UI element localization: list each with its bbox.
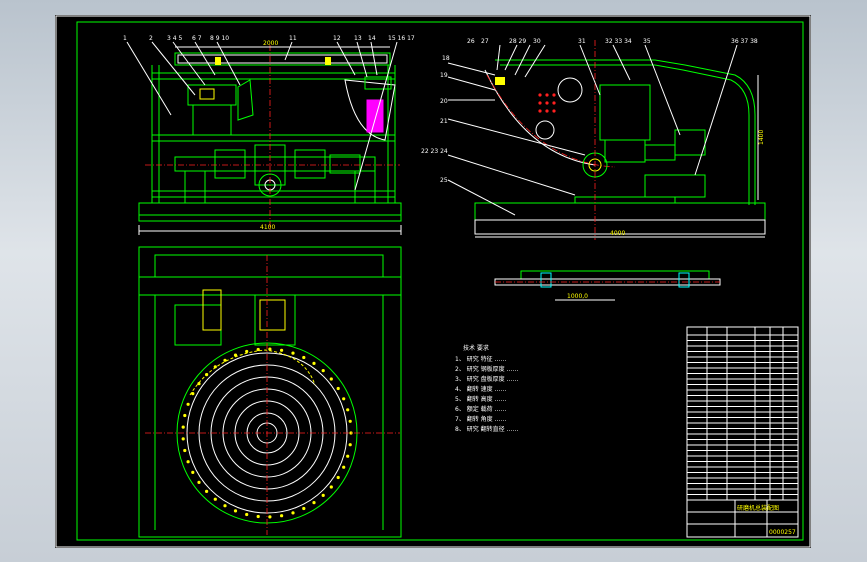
note-2: 2、 研究 钢板厚度 …… — [455, 365, 519, 373]
callout-20: 20 — [440, 98, 448, 105]
title-block: 研磨机总装配图 0000257 — [686, 499, 799, 538]
title-block-name: 研磨机总装配图 — [737, 504, 779, 512]
technical-notes: 技术 要求 1、 研究 特征 …… 2、 研究 钢板厚度 …… 3、 研究 盘板… — [455, 344, 519, 433]
callout-22-23-24: 22 23 24 — [421, 148, 448, 155]
front-callouts: 1 2 3 4 5 6 7 8 9 10 11 12 13 14 15 16 1… — [123, 35, 415, 231]
parts-list — [686, 326, 799, 538]
callout-14: 14 — [368, 35, 376, 42]
note-6: 6、 额定 载荷 …… — [455, 405, 507, 413]
title-block-drawing-number: 0000257 — [769, 529, 796, 536]
callout-31: 31 — [578, 38, 586, 45]
callout-30: 30 — [533, 38, 541, 45]
dimension-side-right: 1400 — [758, 130, 765, 145]
notes-heading: 技术 要求 — [463, 344, 489, 352]
plan-view — [138, 246, 402, 538]
callout-19: 19 — [440, 72, 448, 79]
section-detail: 1000,0 — [494, 270, 721, 301]
callout-27: 27 — [481, 38, 489, 45]
callout-1: 1 — [123, 35, 127, 42]
note-8: 8、 研究 翻转直径 …… — [455, 425, 519, 433]
callout-12: 12 — [333, 35, 341, 42]
callout-25: 25 — [440, 177, 448, 184]
outer-border — [55, 15, 811, 548]
dimension-section: 1000,0 — [567, 293, 588, 300]
callout-26: 26 — [467, 38, 475, 45]
cad-drawing: 1 2 3 4 5 6 7 8 9 10 11 12 13 14 15 16 1… — [55, 15, 811, 548]
note-5: 5、 翻转 高度 …… — [455, 395, 507, 403]
dimension-front-bottom: 4100 — [260, 224, 275, 231]
callout-3-4-5: 3 4 5 — [167, 35, 182, 42]
note-4: 4、 翻转 速度 …… — [455, 385, 507, 393]
callout-6-7: 6 7 — [192, 35, 202, 42]
side-callouts: 18 26 27 28 29 30 31 32 33 34 35 36 37 3… — [421, 38, 765, 237]
callout-18: 18 — [442, 55, 450, 62]
side-view — [447, 40, 766, 240]
callout-13: 13 — [354, 35, 362, 42]
drawing-sheet: 1 2 3 4 5 6 7 8 9 10 11 12 13 14 15 16 1… — [55, 15, 811, 548]
dimension-side-bottom: 4000 — [610, 230, 625, 237]
callout-36-37-38: 36 37 38 — [731, 38, 758, 45]
callout-28-29: 28 29 — [509, 38, 526, 45]
callout-21: 21 — [440, 118, 448, 125]
callout-8-9-10: 8 9 10 — [210, 35, 229, 42]
front-view — [126, 41, 402, 235]
note-7: 7、 翻转 角度 …… — [455, 415, 507, 423]
inner-frame — [76, 21, 804, 541]
note-1: 1、 研究 特征 …… — [455, 355, 507, 363]
dimension-front-top: 2000 — [263, 40, 278, 47]
note-3: 3、 研究 盘板厚度 …… — [455, 375, 519, 383]
callout-2: 2 — [149, 35, 153, 42]
callout-32-33-34: 32 33 34 — [605, 38, 632, 45]
callout-35: 35 — [643, 38, 651, 45]
callout-11: 11 — [289, 35, 297, 42]
callout-15-16-17: 15 16 17 — [388, 35, 415, 42]
